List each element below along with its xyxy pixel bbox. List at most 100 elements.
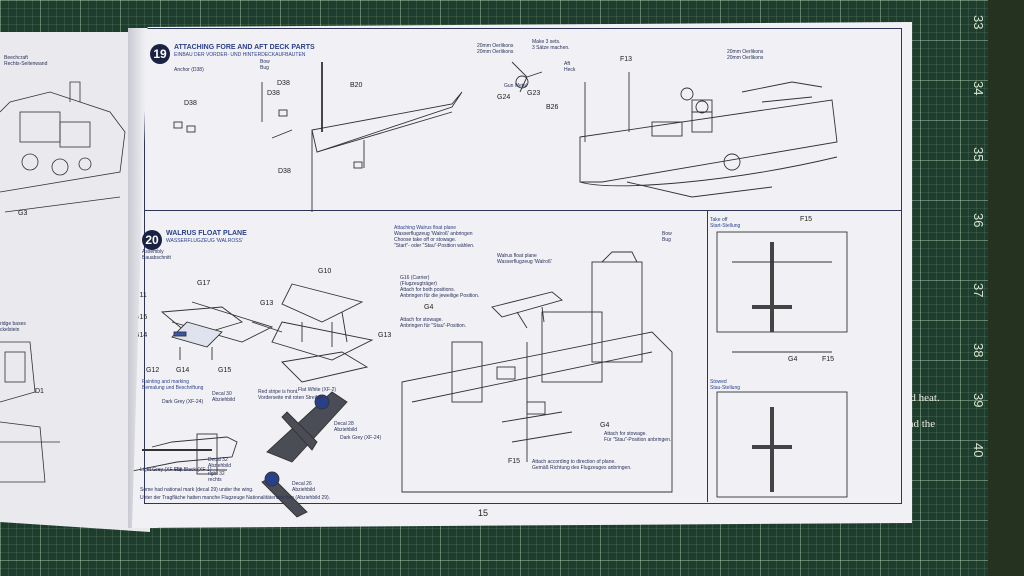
decal-28-label-de: Abziehbild (334, 427, 358, 433)
label-f15: F15 (822, 356, 835, 363)
ruler-mark: 36 (970, 213, 986, 228)
label-g14: G14 (176, 367, 190, 374)
label-g17: G17 (197, 280, 211, 287)
step-20-drawing (132, 231, 848, 518)
light-grey-label: Light Grey (XF-66) (140, 467, 182, 473)
ruler-mark: 40 (970, 443, 986, 458)
make-3-label-de: 3 Sätze machen. (532, 45, 570, 51)
attach-both-label-de: Anbringen für die jeweilige Position. (400, 293, 480, 299)
decal-32-label: Decal 32 (208, 457, 228, 463)
decal-32-label-de: Abziehbild (208, 463, 232, 469)
decal-28-label: Decal 28 (334, 421, 354, 427)
stowed-label-de: Stau-Stellung (710, 385, 741, 391)
label-f13: F13 (620, 56, 633, 63)
g16-label: G16 (Carrier) (400, 275, 430, 281)
step-19-number: 19 (150, 44, 170, 64)
aft-label: Aft (564, 61, 571, 67)
label-g10: G10 (318, 268, 332, 275)
ruler-mark: 34 (970, 81, 986, 96)
painting-label: Painting and marking (142, 379, 189, 385)
g16-label-de: (Flugzeugträger) (400, 281, 437, 287)
right-page: 19 ATTACHING FORE AND AFT DECK PARTS EIN… (132, 22, 912, 528)
label-g4: G4 (424, 304, 434, 311)
left-page: G3 Beechcraft Rechts-Seitenwand ridge ba… (0, 32, 150, 532)
step-19-drawing (173, 61, 838, 212)
flat-black-label: Flat Black (XF-1) (174, 467, 212, 473)
attach-both-label: Attach for both positions. (400, 287, 456, 293)
panel-divider (707, 210, 708, 502)
step-divider (144, 210, 901, 211)
walrus-label-de: Wasserflugzeug 'Walroß' (497, 259, 552, 265)
instruction-frame (144, 28, 902, 504)
attach-stowage-label: Attach for stowage. (400, 317, 443, 323)
step-19-title: ATTACHING FORE AND AFT DECK PARTS (174, 44, 315, 51)
aft-label-de: Heck (564, 67, 576, 73)
label-g4: G4 (600, 422, 610, 429)
label-d38: D38 (277, 80, 290, 87)
label-d38: D38 (267, 90, 280, 97)
label-d38: D38 (184, 100, 197, 107)
attaching-label-de: Wasserflugzeug 'Walroß' anbringen (394, 231, 473, 237)
assembly-label: Assembly (142, 249, 164, 255)
gun-metal-label: Gun Metal (504, 83, 528, 89)
stowed-label: Stowed (710, 379, 727, 385)
left-note: ridge bases (0, 321, 26, 327)
right-32-label-de: rechts (208, 477, 222, 483)
attach-stowage-label-de: Anbringen für "Stau"-Position. (400, 323, 467, 329)
oerlikons-label: 20mm Oerlikons (477, 43, 514, 49)
choose-label: Choose take off or stowage. (394, 237, 457, 243)
left-note: ckelstein (0, 327, 20, 333)
label-g14: G14 (134, 332, 148, 339)
g4-attach-label: Attach for stowage. (604, 431, 647, 437)
dark-grey-label: Dark Grey (XF-24) (162, 399, 204, 405)
f15-note-de: Gemäß Richtung des Flugzeuges anbringen. (532, 465, 632, 471)
label-g23: G23 (527, 90, 541, 97)
decal-26-label-de: Abziehbild (292, 487, 316, 493)
label-g4: G4 (788, 356, 798, 363)
flat-white-label: Flat White (XF-2) (298, 387, 337, 393)
decal-26-label: Decal 26 (292, 481, 312, 487)
bow-label-20: Bow (662, 231, 672, 237)
left-note: Beechcraft (4, 55, 28, 61)
ruler-mark: 33 (970, 15, 986, 30)
bow-label-de: Bug (260, 65, 269, 71)
ruler-mark: 38 (970, 343, 986, 358)
label-g24: G24 (497, 94, 511, 101)
label-g13: G13 (260, 300, 274, 307)
label-b26: B26 (546, 104, 559, 111)
label-g12: G12 (146, 367, 160, 374)
painting-label-de: Bemalung und Beschriftung (142, 385, 204, 391)
label-f15: F15 (508, 458, 521, 465)
ship-bow-drawing (0, 341, 60, 483)
assembly-label-de: Bauabschnitt (142, 255, 171, 261)
g4-attach-label-de: Für "Stau"-Position anbringen. (604, 437, 672, 443)
step-20-number: 20 (142, 230, 162, 250)
ruler-mark: 35 (970, 147, 986, 162)
label-g15: G15 (218, 367, 232, 374)
dark-grey-2-label: Dark Grey (XF-24) (340, 435, 382, 441)
ship-superstructure-drawing (0, 81, 126, 213)
oerlikons-label-de: 20mm Oerlikons (477, 49, 514, 55)
mat-edge (988, 0, 1024, 576)
page-number: 15 (478, 508, 489, 518)
step-20-title-de: WASSERFLUGZEUG 'WALROSS' (166, 238, 243, 244)
label-g15: G15 (134, 314, 148, 321)
walrus-label: Walrus float plane (497, 253, 537, 259)
ruler-mark: 39 (970, 393, 986, 408)
takeoff-label: Take off (710, 217, 728, 223)
label-d38: D38 (278, 168, 291, 175)
left-note: Rechts-Seitenwand (4, 61, 48, 67)
national-mark-note-de: Unter der Tragfläche hatten manche Flugz… (140, 495, 331, 501)
f15-note: Attach according to direction of plane. (532, 459, 616, 465)
step-20-title: WALRUS FLOAT PLANE (166, 230, 247, 237)
bow-label: Bow (260, 59, 270, 65)
bow-label-20-de: Bug (662, 237, 671, 243)
red-stripe-label: Red stripe is front. (258, 389, 299, 395)
mat-ruler: 33 34 35 36 37 38 39 40 (942, 0, 986, 576)
national-mark-note: Some had national mark (decal 29) under … (140, 487, 254, 493)
takeoff-label-de: Start-Stellung (710, 223, 741, 229)
ruler-mark: 37 (970, 283, 986, 298)
choose-label-de: "Start"- oder "Stau"-Position wählen. (394, 243, 475, 249)
oerlikons-2-label-de: 20mm Oerlikons (727, 55, 764, 61)
label-d1: D1 (35, 388, 44, 395)
